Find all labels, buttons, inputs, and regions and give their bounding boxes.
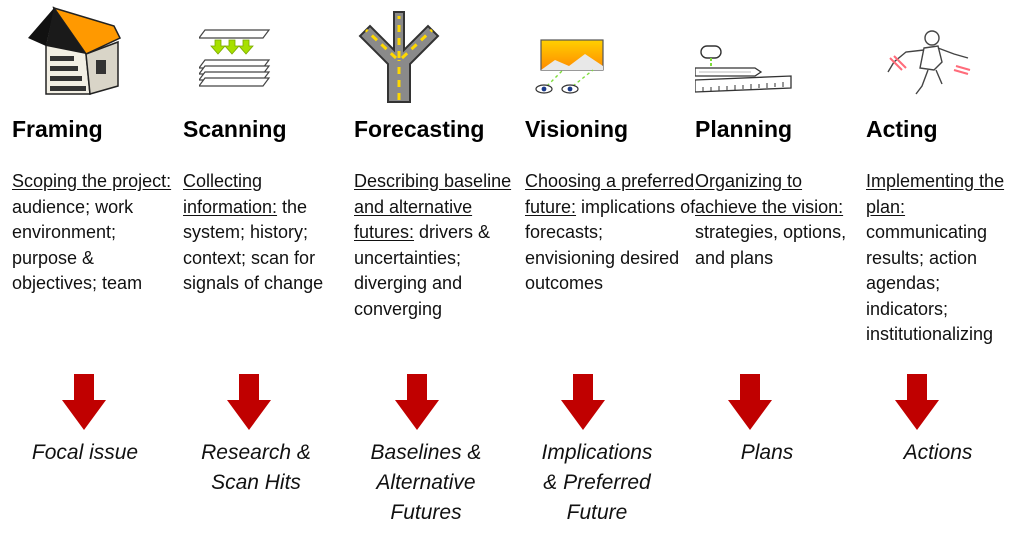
stage-description-text: audience; work environment; purpose & ob…: [12, 196, 143, 294]
outcome-line: Futures: [390, 501, 462, 524]
outcome-line: Scan Hits: [211, 471, 301, 494]
down-arrow-icon: [62, 374, 106, 430]
outcome-line: Future: [566, 501, 628, 524]
down-arrow-icon: [895, 374, 939, 430]
ruler-pencil-icon: [695, 2, 863, 102]
stage-description: Implementing the plan: communicating res…: [866, 169, 1022, 348]
running-figure-icon: [866, 2, 1024, 102]
stage-acting: Acting Implementing the plan: communicat…: [866, 0, 1024, 541]
house-icon: [12, 2, 180, 102]
stage-outcome: Actions: [838, 438, 1024, 468]
stage-forecasting: Forecasting Describing baseline and alte…: [354, 0, 522, 541]
stage-title: Forecasting: [354, 116, 485, 142]
outcome-line: Alternative: [376, 471, 476, 494]
stage-description: Describing baseline and alternative futu…: [354, 169, 526, 322]
outcome-line: & Preferred: [543, 471, 651, 494]
stage-description: Choosing a preferred future: implication…: [525, 169, 697, 297]
outcome-line: Focal issue: [31, 441, 139, 464]
outcome-line: Plans: [740, 441, 794, 464]
down-arrow-icon: [728, 374, 772, 430]
stage-description-heading: Organizing to achieve the vision:: [695, 171, 844, 217]
stage-title: Acting: [866, 116, 938, 142]
stage-description: Scoping the project: audience; work envi…: [12, 169, 184, 297]
outcome-line: Implications: [541, 441, 653, 464]
down-arrow-icon: [395, 374, 439, 430]
down-arrow-icon: [227, 374, 271, 430]
down-arrow-icon: [561, 374, 605, 430]
stage-description-heading: Implementing the plan:: [866, 171, 1005, 217]
stage-description: Organizing to achieve the vision: strate…: [695, 169, 867, 271]
outcome-line: Baselines &: [370, 441, 482, 464]
stage-description-heading: Collecting information:: [183, 171, 278, 217]
stage-outcome: Baselines & Alternative Futures: [326, 438, 526, 528]
stage-planning: Planning Organizing to achieve the visio…: [695, 0, 863, 541]
outcome-line: Actions: [903, 441, 973, 464]
stage-title: Scanning: [183, 116, 287, 142]
stage-outcome: Focal issue: [0, 438, 185, 468]
stage-description-text: the system; history; context; scan for s…: [183, 196, 324, 294]
stage-description-text: implications of forecasts; envisioning d…: [525, 196, 696, 294]
stage-title: Planning: [695, 116, 793, 142]
stage-title: Visioning: [525, 116, 629, 142]
stage-outcome: Plans: [667, 438, 867, 468]
paper-stack-icon: [183, 2, 351, 102]
stage-description-text: strategies, options, and plans: [695, 222, 847, 268]
stage-description-text: drivers & uncertainties; diverging and c…: [354, 222, 491, 319]
stage-description-heading: Scoping the project:: [12, 171, 172, 191]
outcome-line: Research &: [201, 441, 311, 464]
stage-description: Collecting information: the system; hist…: [183, 169, 355, 297]
stage-description-heading: Choosing a preferred future:: [525, 171, 695, 217]
stage-title: Framing: [12, 116, 103, 142]
stage-scanning: Scanning Collecting information: the sys…: [183, 0, 351, 541]
eyes-vision-icon: [525, 2, 693, 102]
forking-road-icon: [354, 2, 522, 103]
stage-outcome: Implications & Preferred Future: [497, 438, 697, 528]
stage-framing: Framing Scoping the project: audience; w…: [12, 0, 180, 541]
stage-outcome: Research & Scan Hits: [156, 438, 356, 498]
stage-description-heading: Describing baseline and alternative futu…: [354, 171, 512, 242]
stage-visioning: Visioning Choosing a preferred future: i…: [525, 0, 695, 541]
stage-description-text: communicating results; action agendas; i…: [866, 222, 994, 344]
